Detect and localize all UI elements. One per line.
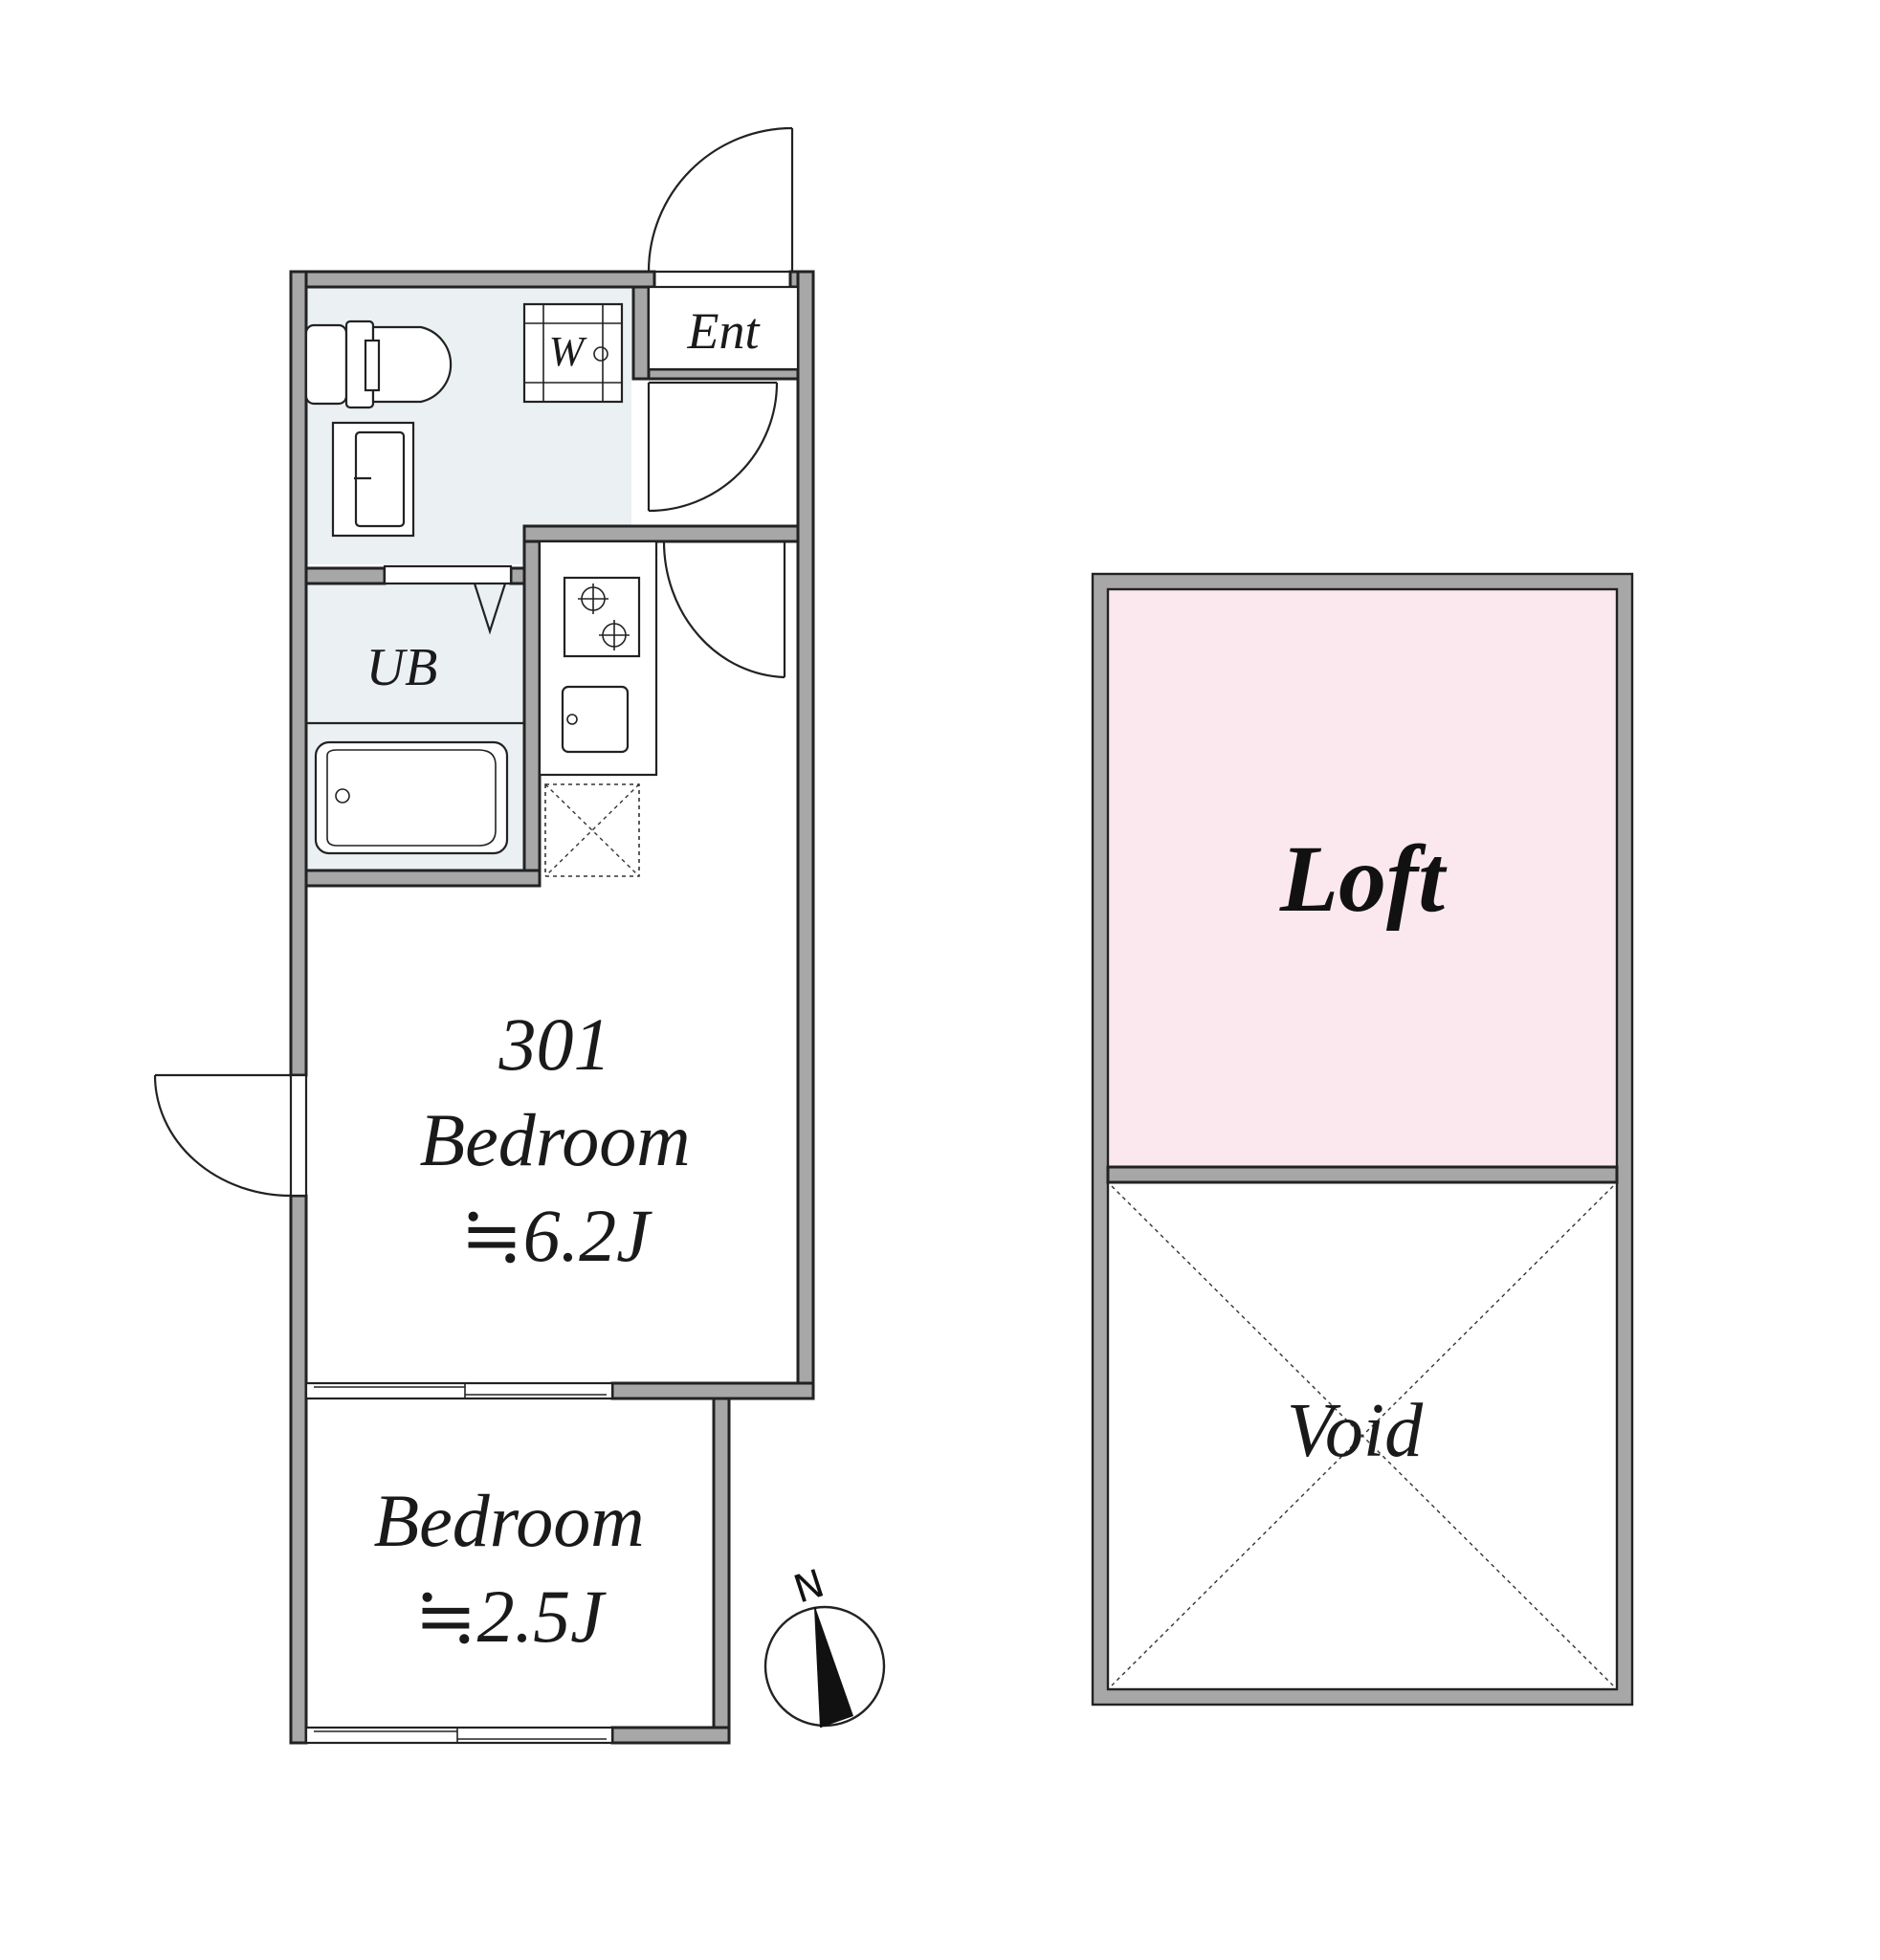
wall-right-small	[712, 1397, 731, 1745]
loft-label: Loft	[1279, 826, 1448, 932]
unit-bath-label: UB	[366, 638, 438, 697]
entrance-floor	[647, 285, 800, 371]
toilet-icon	[304, 319, 453, 409]
bathtub-icon	[306, 721, 524, 855]
north-label: N	[788, 1562, 829, 1613]
main-floor: Ent	[153, 126, 815, 1745]
loft-divider-wall	[1106, 1165, 1619, 1184]
wall-left-upper	[289, 270, 308, 1077]
two-burner-stove-icon	[563, 576, 641, 658]
second-room-size: ≒2.5J	[414, 1575, 607, 1658]
door-swing-icon	[662, 540, 788, 679]
washing-machine-space: W	[522, 302, 624, 404]
wall-bottom-main	[610, 1381, 815, 1400]
loft-floor-fill	[1108, 589, 1617, 1167]
main-room-label: Bedroom	[419, 1098, 690, 1181]
loft-outer-wall	[1093, 574, 1632, 1705]
wall-entrance-step	[647, 367, 800, 381]
wall-left-lower	[289, 1194, 308, 1745]
void-cross	[1111, 1185, 1614, 1686]
sink-icon	[331, 421, 415, 538]
unit-bath-door	[383, 564, 513, 635]
door-swing-icon	[647, 381, 779, 513]
sliding-door-rooms	[304, 1381, 614, 1400]
wall-washroom-bath-left	[304, 566, 387, 585]
sink-icon	[561, 685, 630, 754]
north-compass-icon: N	[763, 1562, 886, 1729]
door-swing-icon	[153, 1073, 292, 1198]
wall-bath-kitchen	[522, 540, 542, 888]
wall-washroom-entrance	[631, 285, 651, 381]
unit-number: 301	[498, 1002, 611, 1086]
fridge-space-icon	[544, 783, 640, 877]
wall-bottom-small-right	[610, 1726, 731, 1745]
second-room-label: Bedroom	[373, 1479, 644, 1562]
wall-top	[289, 270, 656, 289]
window-left	[289, 1073, 308, 1198]
wall-right	[796, 270, 815, 1400]
door-swing-icon	[647, 126, 794, 274]
loft-floor: Loft Void	[1091, 572, 1634, 1707]
wall-bath-room	[304, 869, 542, 888]
entrance-label: Ent	[687, 302, 762, 360]
washer-label: W	[549, 328, 587, 375]
main-room-size: ≒6.2J	[460, 1194, 652, 1277]
void-label: Void	[1287, 1389, 1424, 1473]
window-bottom	[304, 1726, 614, 1745]
wall-washroom-kitchen	[522, 524, 800, 543]
